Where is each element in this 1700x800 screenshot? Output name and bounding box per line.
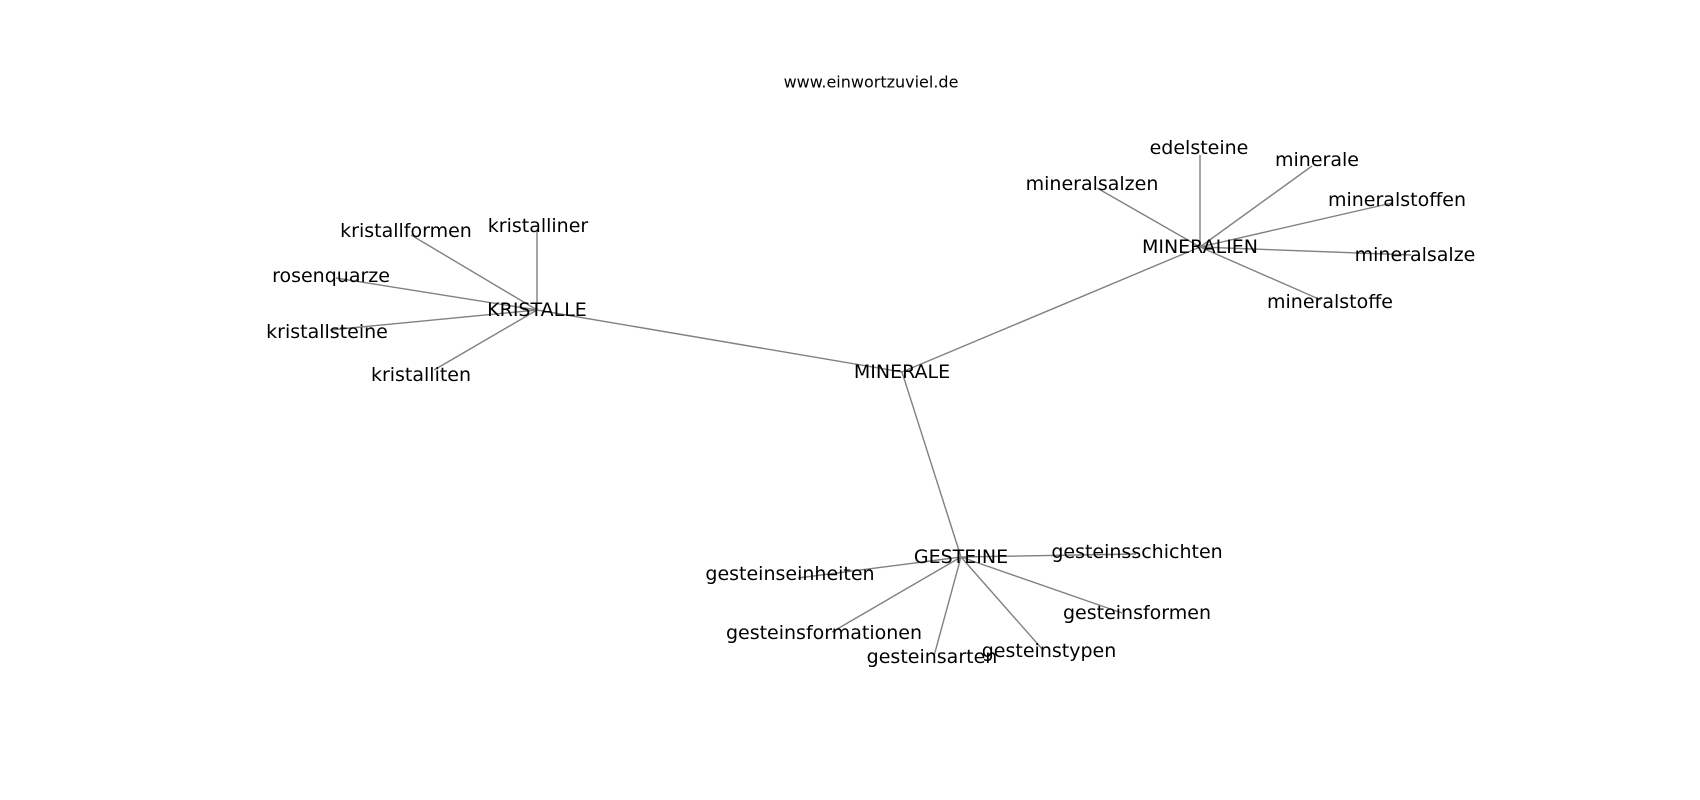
edge-minerale_root-mineralien [901, 246, 1201, 373]
node-label-mineralien: MINERALIEN [1142, 236, 1258, 258]
node-label-kristallsteine: kristallsteine [266, 321, 388, 343]
node-label-gesteinsformationen: gesteinsformationen [726, 622, 922, 644]
edge-mineralien-mineralsalze [1199, 246, 1412, 256]
edge-gesteine-gesteinstypen [960, 556, 1044, 651]
node-label-kristalliten: kristalliten [371, 364, 471, 386]
node-label-kristallformen: kristallformen [340, 220, 472, 242]
node-label-mineralsalzen: mineralsalzen [1026, 173, 1159, 195]
edge-minerale_root-kristalle [536, 309, 903, 373]
node-label-gesteinsformen: gesteinsformen [1063, 602, 1211, 624]
edge-gesteine-gesteinseinheiten [797, 556, 962, 579]
node-label-gesteinseinheiten: gesteinseinheiten [705, 563, 874, 585]
node-label-gesteine: GESTEINE [914, 546, 1008, 568]
edge-kristalle-rosenquarze [335, 277, 538, 311]
node-label-gesteinsschichten: gesteinsschichten [1051, 541, 1222, 563]
node-label-gesteinsarten: gesteinsarten [867, 646, 998, 668]
edge-gesteine-gesteinsschichten [960, 553, 1137, 558]
node-label-mineralstoffen: mineralstoffen [1328, 189, 1466, 211]
edge-mineralien-mineralstoffen [1199, 202, 1393, 248]
node-label-minerale-root: MINERALE [854, 361, 950, 383]
node-label-gesteinstypen: gesteinstypen [982, 640, 1117, 662]
edge-mineralien-minerale_leaf [1199, 165, 1313, 248]
site-watermark: www.einwortzuviel.de [784, 73, 959, 92]
edge-kristalle-kristalliten [433, 309, 538, 371]
node-label-mineralsalze: mineralsalze [1355, 244, 1476, 266]
node-label-mineralstoffe: mineralstoffe [1267, 291, 1393, 313]
node-label-rosenquarze: rosenquarze [272, 265, 390, 287]
edges-group [329, 155, 1412, 657]
edge-kristalle-kristallsteine [329, 309, 538, 331]
edge-gesteine-gesteinsformationen [831, 556, 962, 633]
node-label-edelsteine: edelsteine [1150, 137, 1249, 159]
edge-gesteine-gesteinsformen [960, 556, 1123, 614]
edge-mineralien-mineralstoffe [1199, 246, 1322, 301]
edge-mineralien-mineralsalzen [1096, 187, 1201, 248]
node-label-minerale-leaf: minerale [1275, 149, 1359, 171]
edge-kristalle-kristallformen [410, 234, 538, 311]
node-label-kristalle: KRISTALLE [487, 299, 587, 321]
edge-gesteine-gesteinsarten [933, 556, 962, 657]
edge-minerale_root-gesteine [901, 371, 962, 558]
node-label-kristalliner: kristalliner [488, 215, 589, 237]
nodes-group: MINERALE KRISTALLE MINERALIEN GESTEINE krist… [266, 137, 1475, 668]
